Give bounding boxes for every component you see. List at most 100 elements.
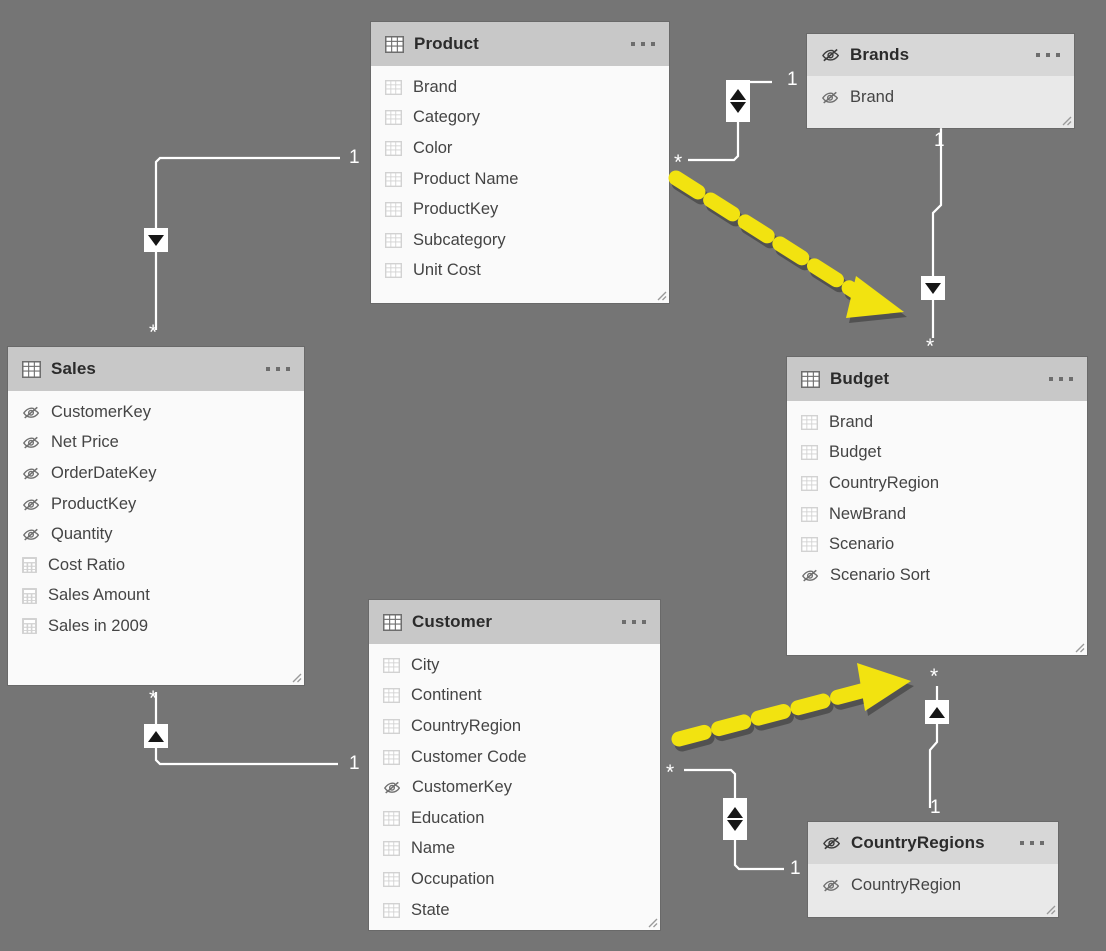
field-row[interactable]: Scenario [787,529,1087,560]
hidden-eye-icon [823,879,840,892]
field-row[interactable]: OrderDateKey [8,458,304,489]
field-row[interactable]: Education [369,803,660,834]
more-options-icon[interactable] [1020,841,1046,845]
field-row[interactable]: Sales Amount [8,581,304,612]
table-icon [801,370,820,388]
field-label: Category [413,108,480,127]
more-options-icon[interactable] [631,42,657,46]
table-card-brands[interactable]: Brands Brand [807,34,1074,128]
field-row[interactable]: Occupation [369,864,660,895]
column-icon [801,445,818,461]
field-row[interactable]: Brand [787,407,1087,438]
table-header-brands[interactable]: Brands [807,34,1074,76]
hidden-eye-icon [23,467,40,480]
cardinality-one-brands-budget: 1 [934,130,945,151]
field-label: Name [411,839,456,858]
field-label: CountryRegion [411,716,522,735]
field-row[interactable]: Cost Ratio [8,550,304,581]
more-options-icon[interactable] [622,620,648,624]
cardinality-many-product-brands: * [674,151,683,174]
field-row[interactable]: Customer Code [369,742,660,773]
field-label: Color [413,138,453,157]
cardinality-one-sales-product: 1 [349,147,360,168]
field-row[interactable]: CustomerKey [8,397,304,428]
field-row[interactable]: ProductKey [371,194,669,225]
field-label: Sales Amount [48,586,150,605]
column-icon [383,871,400,887]
field-row[interactable]: Subcategory [371,225,669,256]
field-row[interactable]: Continent [369,681,660,712]
field-row[interactable]: Net Price [8,428,304,459]
field-label: NewBrand [829,504,907,523]
field-label: Unit Cost [413,261,481,280]
field-label: Scenario [829,535,895,554]
annotation-arrow-customer-to-budget [671,663,914,752]
cross-filter-badge-sales-product[interactable] [144,228,168,252]
cardinality-many-countryregions-budget: * [930,665,939,688]
column-icon [385,140,402,156]
hidden-eye-icon [23,437,40,449]
more-options-icon[interactable] [1049,377,1075,381]
field-row[interactable]: CountryRegion [369,711,660,742]
field-row[interactable]: CountryRegion [787,468,1087,499]
table-header-customer[interactable]: Customer [369,600,660,644]
column-icon [385,263,402,279]
table-icon [385,35,404,53]
cross-filter-badge-product-brands[interactable] [726,80,750,122]
field-row[interactable]: State [369,895,660,926]
field-row[interactable]: Quantity [8,519,304,550]
table-card-budget[interactable]: Budget Brand Budget CountryRegion NewBra… [787,357,1087,655]
field-row[interactable]: Brand [807,82,1074,113]
relationship-line-sales-customer [154,692,338,766]
more-options-icon[interactable] [1036,53,1062,57]
cardinality-many-sales-product: * [149,321,158,344]
column-icon [385,79,402,95]
field-row[interactable]: ProductKey [8,489,304,520]
field-row[interactable]: Budget [787,438,1087,469]
more-options-icon[interactable] [266,367,292,371]
table-card-customer[interactable]: Customer City Continent CountryRegion Cu… [369,600,660,930]
column-icon [383,902,400,918]
field-row[interactable]: Sales in 2009 [8,611,304,642]
table-card-countryregions[interactable]: CountryRegions CountryRegion [808,822,1058,917]
resize-grip[interactable] [644,914,658,928]
hidden-eye-icon [23,498,40,511]
field-row[interactable]: Product Name [371,164,669,195]
cross-filter-badge-countryregions-budget[interactable] [925,700,949,724]
table-title-customer: Customer [412,612,493,631]
table-header-sales[interactable]: Sales [8,347,304,391]
field-row[interactable]: CountryRegion [808,870,1058,901]
column-icon [801,414,818,430]
field-row[interactable]: Name [369,834,660,865]
field-row[interactable]: Scenario Sort [787,560,1087,591]
field-label: CountryRegion [829,473,940,492]
cross-filter-badge-brands-budget[interactable] [921,276,945,300]
field-list-sales: CustomerKey Net Price OrderDateKey Produ… [8,391,304,642]
field-row[interactable]: Unit Cost [371,256,669,287]
field-list-countryregions: CountryRegion [808,864,1058,901]
table-title-brands: Brands [850,45,910,64]
field-label: Continent [411,686,482,705]
table-card-sales[interactable]: Sales CustomerKey Net Price OrderDateKey… [8,347,304,685]
cross-filter-badge-customer-countryregions[interactable] [723,798,747,840]
field-row[interactable]: Color [371,133,669,164]
resize-grip[interactable] [1071,639,1085,653]
resize-grip[interactable] [288,669,302,683]
resize-grip[interactable] [1042,901,1056,915]
field-row[interactable]: CustomerKey [369,772,660,803]
field-row[interactable]: NewBrand [787,499,1087,530]
table-header-countryregions[interactable]: CountryRegions [808,822,1058,864]
cross-filter-badge-sales-customer[interactable] [144,724,168,748]
table-header-budget[interactable]: Budget [787,357,1087,401]
table-card-product[interactable]: Product Brand Category Color Product Nam… [371,22,669,303]
field-label: CustomerKey [412,778,512,797]
resize-grip[interactable] [1058,112,1072,126]
field-row[interactable]: Category [371,103,669,134]
field-label: Quantity [51,525,113,544]
field-row[interactable]: Brand [371,72,669,103]
field-row[interactable]: City [369,650,660,681]
column-icon [385,171,402,187]
resize-grip[interactable] [653,287,667,301]
table-header-product[interactable]: Product [371,22,669,66]
